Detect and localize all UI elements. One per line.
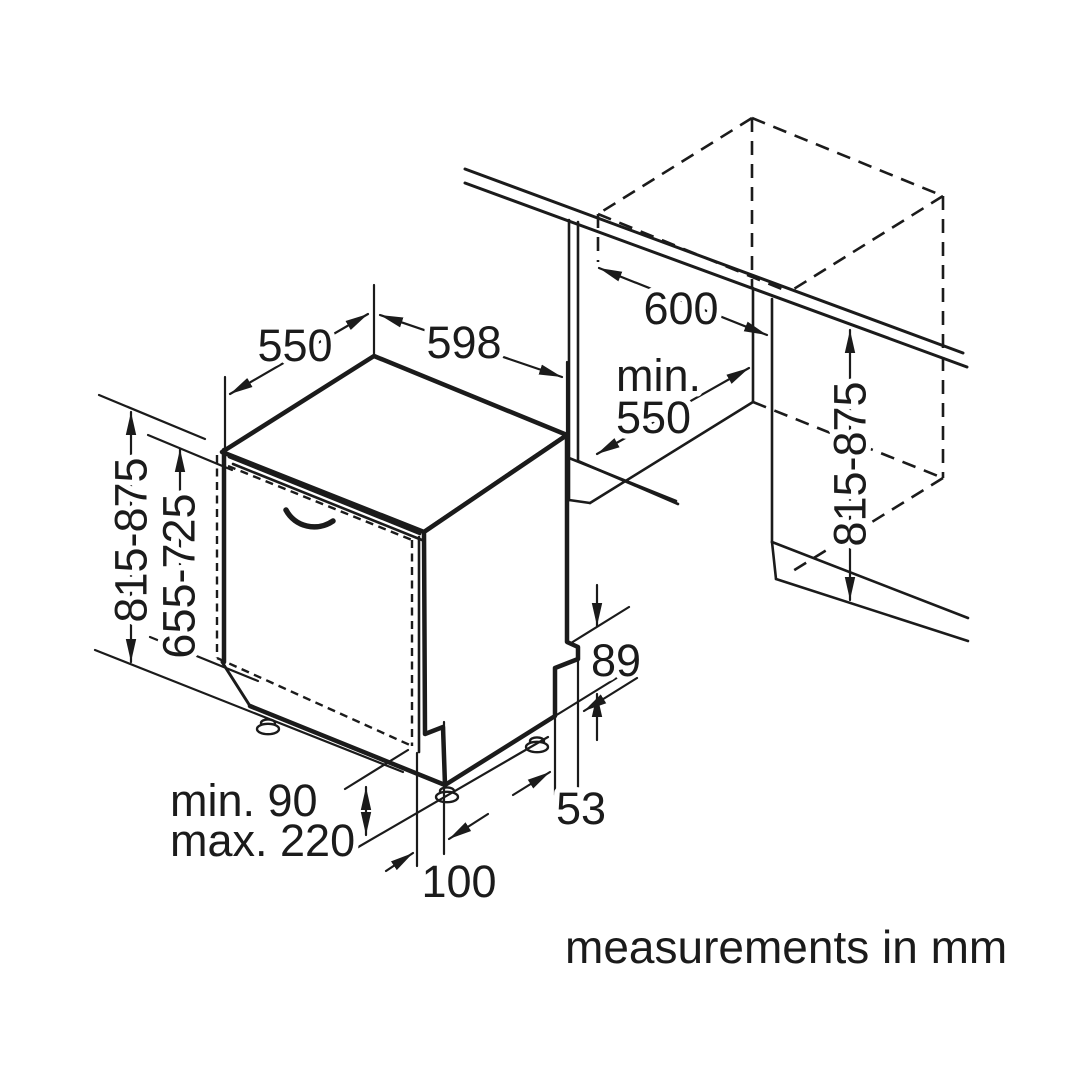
dim-depth-550: 550 <box>223 283 376 452</box>
label-niche-height: 815-875 <box>825 381 876 546</box>
label-niche-depth-value: 550 <box>616 392 691 443</box>
label-niche-depth-prefix: min. <box>616 350 701 401</box>
dim-door-panel-height: 655-725 <box>146 433 260 683</box>
dim-rear-step-53: 53 <box>511 657 639 840</box>
niche-dashed-volume <box>596 116 945 576</box>
dim-rear-step-89: 89 <box>553 583 647 742</box>
label-niche-width: 600 <box>643 283 718 334</box>
floor-line-right <box>346 735 550 855</box>
units-note: measurements in mm <box>565 921 1007 973</box>
label-depth: 550 <box>257 320 332 371</box>
counter <box>463 167 969 369</box>
dishwasher <box>93 353 581 855</box>
door-handle-icon <box>283 507 336 530</box>
label-appliance-height: 815-875 <box>106 457 157 622</box>
label-door-panel-height: 655-725 <box>154 493 205 658</box>
dim-niche-depth-min-550: min. 550 <box>595 345 751 456</box>
label-rear-step-depth: 53 <box>556 783 606 834</box>
label-foot-recess: 100 <box>421 856 496 907</box>
label-rear-step-height: 89 <box>591 635 641 686</box>
label-plinth-max: max. 220 <box>170 815 355 866</box>
floor-line-left <box>93 648 405 774</box>
adjustable-foot <box>524 736 550 754</box>
dim-foot-recess-100: 100 <box>384 720 502 913</box>
label-width: 598 <box>426 317 501 368</box>
right-cabinet-wall <box>770 297 970 643</box>
dim-plinth-height: min. 90 max. 220 <box>165 748 410 872</box>
label-plinth-min: min. 90 <box>170 775 318 826</box>
adjustable-foot <box>255 718 281 736</box>
dishwasher-right-face <box>421 432 581 788</box>
dim-niche-width-600: 600 <box>597 266 769 340</box>
dim-appliance-height: 815-875 <box>97 393 207 664</box>
dim-width-598: 598 <box>378 312 569 436</box>
dishwasher-door <box>215 447 424 754</box>
dim-niche-height: 815-875 <box>819 328 881 602</box>
